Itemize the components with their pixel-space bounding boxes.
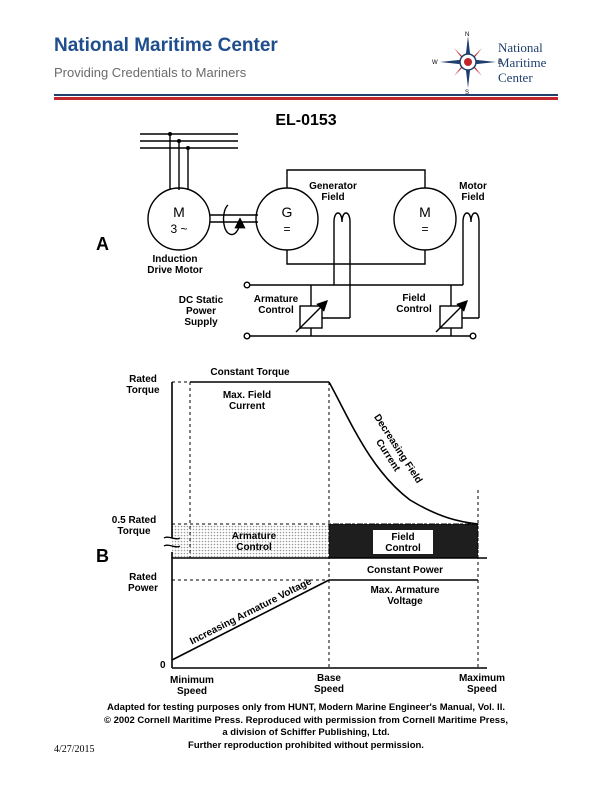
footer-line-2: © 2002 Cornell Maritime Press. Reproduce… bbox=[103, 714, 508, 726]
armature-control-region-label-2: Control bbox=[236, 542, 272, 553]
header-title: National Maritime Center bbox=[54, 35, 278, 56]
header-rule-red bbox=[54, 97, 558, 100]
header-subtitle: Providing Credentials to Mariners bbox=[54, 65, 247, 80]
footer-date: 4/27/2015 bbox=[54, 744, 95, 755]
field-control-region-label-1: Field bbox=[391, 532, 414, 543]
diagram-a-label: A bbox=[96, 234, 109, 254]
induction-motor-label-1: Induction bbox=[153, 254, 198, 265]
rated-power-label-1: Rated bbox=[129, 572, 157, 583]
compass-west: W bbox=[432, 60, 438, 66]
rated-power-label-2: Power bbox=[128, 583, 158, 594]
footer-line-3: a division of Schiffer Publishing, Ltd. bbox=[222, 727, 390, 738]
header-rule-blue bbox=[54, 94, 558, 96]
logo-text-line-3: Center bbox=[498, 70, 533, 85]
logo-text-line-1: National bbox=[498, 40, 543, 55]
diagram-a bbox=[140, 132, 480, 340]
armature-control-label-2: Control bbox=[258, 305, 294, 316]
supply-label-1: DC Static bbox=[179, 295, 224, 306]
diagram-b-label: B bbox=[96, 546, 109, 566]
footer-credits: Adapted for testing purposes only from H… bbox=[0, 702, 612, 752]
generator-field-label-1: Generator bbox=[309, 181, 357, 192]
diagram-a-labels: A M 3 ~ G = M = Induction Drive Motor Ge… bbox=[96, 181, 487, 328]
base-speed-label-1: Base bbox=[317, 673, 341, 684]
half-torque-label-2: Torque bbox=[117, 526, 151, 537]
generator-letter: G bbox=[282, 204, 293, 220]
armature-control-region-label-1: Armature bbox=[232, 531, 277, 542]
motor-field-label-2: Field bbox=[461, 192, 484, 203]
generator-symbol: = bbox=[283, 222, 290, 236]
min-speed-label-1: Minimum bbox=[170, 675, 214, 686]
dc-motor-symbol: = bbox=[421, 222, 428, 236]
armature-control-label-1: Armature bbox=[254, 294, 299, 305]
constant-power-label: Constant Power bbox=[367, 565, 443, 576]
generator-field-label-2: Field bbox=[321, 192, 344, 203]
min-speed-label-2: Speed bbox=[177, 686, 207, 697]
induction-motor-label-2: Drive Motor bbox=[147, 265, 203, 276]
footer-line-1: Adapted for testing purposes only from H… bbox=[107, 702, 505, 713]
logo-text: National Maritime Center bbox=[498, 40, 546, 85]
logo-text-line-2: Maritime bbox=[498, 55, 547, 70]
max-speed-label-2: Speed bbox=[467, 684, 497, 695]
base-speed-label-2: Speed bbox=[314, 684, 344, 695]
rated-torque-label-2: Torque bbox=[126, 385, 160, 396]
field-control-label-2: Control bbox=[396, 304, 432, 315]
supply-label-2: Power bbox=[186, 306, 216, 317]
dc-motor-letter: M bbox=[419, 204, 431, 220]
document-id: EL-0153 bbox=[275, 112, 337, 129]
max-armature-voltage-label-2: Voltage bbox=[387, 596, 423, 607]
induction-motor-phase: 3 ~ bbox=[170, 222, 187, 236]
max-speed-label-1: Maximum bbox=[459, 673, 505, 684]
compass-north: N bbox=[465, 32, 469, 38]
max-field-current-label-2: Current bbox=[229, 401, 266, 412]
compass-south: S bbox=[465, 90, 469, 96]
field-control-label-1: Field bbox=[402, 293, 425, 304]
constant-torque-label: Constant Torque bbox=[210, 367, 290, 378]
increasing-armature-label: Increasing Armature Voltage bbox=[188, 576, 314, 647]
induction-motor-letter: M bbox=[173, 204, 185, 220]
max-field-current-label-1: Max. Field bbox=[223, 390, 271, 401]
field-control-region-label-2: Control bbox=[385, 543, 421, 554]
compass-east: E bbox=[498, 60, 502, 66]
max-armature-voltage-label-1: Max. Armature bbox=[370, 585, 440, 596]
supply-label-3: Supply bbox=[184, 317, 218, 328]
compass-logo-icon: N W E S bbox=[432, 32, 502, 96]
half-torque-label-1: 0.5 Rated bbox=[112, 515, 156, 526]
rated-torque-label-1: Rated bbox=[129, 374, 157, 385]
zero-label: 0 bbox=[160, 660, 166, 671]
motor-field-label-1: Motor bbox=[459, 181, 487, 192]
footer-line-4: Further reproduction prohibited without … bbox=[188, 739, 424, 751]
